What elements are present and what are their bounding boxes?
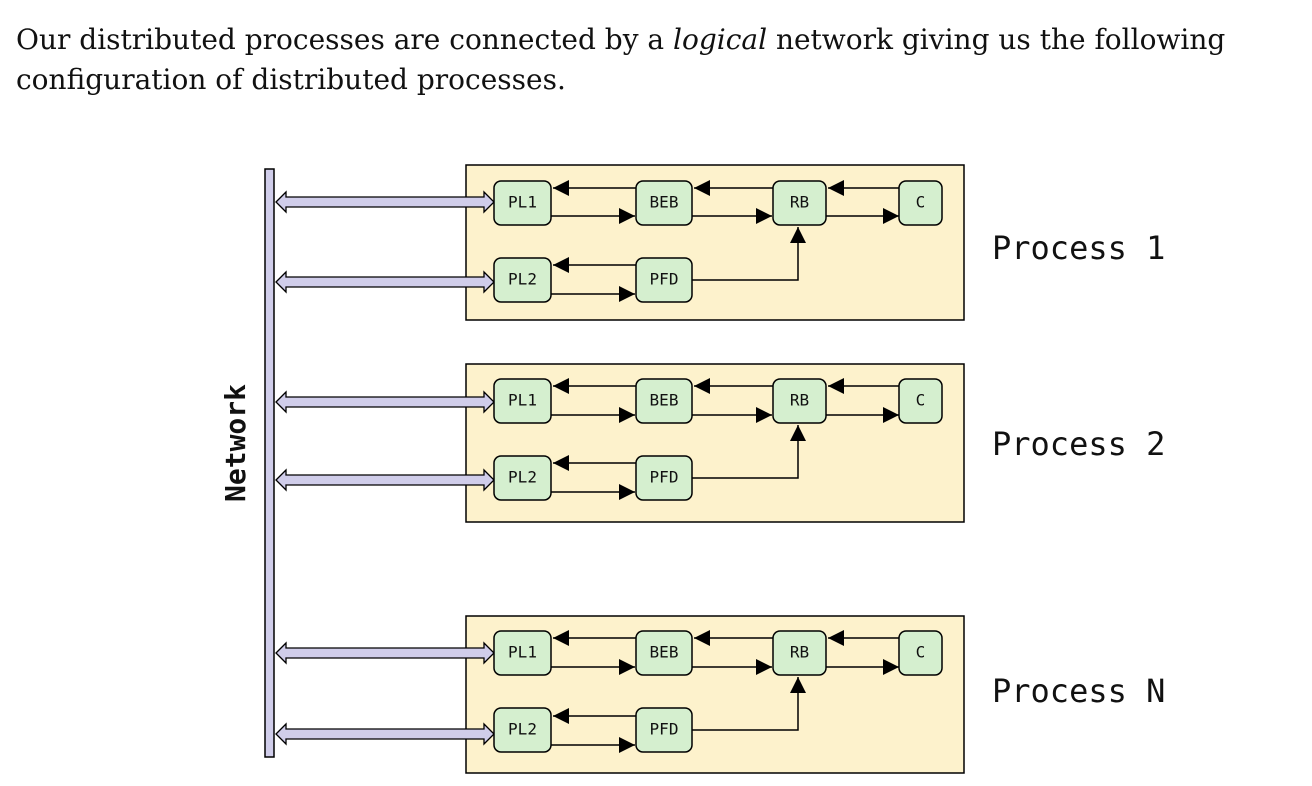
beb-module xyxy=(635,630,693,676)
pl1-label: PL1 xyxy=(508,643,537,662)
pfd-label: PFD xyxy=(650,720,679,739)
network-link-pl2 xyxy=(275,722,495,746)
beb-module xyxy=(635,180,693,226)
pl2-label: PL2 xyxy=(508,468,537,487)
intro-text-after: network giving us the following configur… xyxy=(16,23,1226,96)
pl1-label: PL1 xyxy=(508,391,537,410)
network-link-pl2 xyxy=(275,270,495,294)
pfd-to-rb-arrow xyxy=(692,425,806,479)
process-2: PL1 BEB RB C PL2 PFD Process 2 xyxy=(275,363,1165,523)
pl2-label: PL2 xyxy=(508,720,537,739)
pl2-module xyxy=(493,455,552,501)
beb-module xyxy=(635,378,693,424)
c-module xyxy=(898,180,943,226)
c-label: C xyxy=(916,643,926,662)
beb-label: BEB xyxy=(650,391,679,410)
network-link-pl1 xyxy=(275,641,495,665)
rb-label: RB xyxy=(790,643,809,662)
rb-label: RB xyxy=(790,193,809,212)
pl2-label: PL2 xyxy=(508,270,537,289)
process-n: PL1 BEB RB C PL2 PFD Process N xyxy=(275,615,1165,774)
pl1-module xyxy=(493,180,552,226)
pl2-module xyxy=(493,707,552,753)
pfd-label: PFD xyxy=(650,270,679,289)
network-link-pl1 xyxy=(275,190,495,214)
rb-module xyxy=(772,180,827,226)
process-1: PL1 BEB RB C PL2 PFD Process 1 xyxy=(275,164,1165,321)
c-module xyxy=(898,630,943,676)
process-label: Process 1 xyxy=(992,229,1165,267)
network-link-pl1 xyxy=(275,390,495,414)
process-label: Process 2 xyxy=(992,425,1165,463)
network-link-pl2 xyxy=(275,468,495,492)
pl1-module xyxy=(493,630,552,676)
network-bus xyxy=(264,168,275,758)
pfd-to-rb-arrow xyxy=(692,227,806,281)
pl1-label: PL1 xyxy=(508,193,537,212)
c-label: C xyxy=(916,391,926,410)
rb-module xyxy=(772,378,827,424)
process-label: Process N xyxy=(992,672,1165,710)
rb-module xyxy=(772,630,827,676)
network-label: Network xyxy=(219,384,252,502)
pfd-module xyxy=(635,707,693,753)
pl1-module xyxy=(493,378,552,424)
pl2-module xyxy=(493,257,552,303)
pfd-label: PFD xyxy=(650,468,679,487)
intro-paragraph: Our distributed processes are connected … xyxy=(16,20,1286,100)
pfd-to-rb-arrow xyxy=(692,677,806,731)
beb-label: BEB xyxy=(650,193,679,212)
c-module xyxy=(898,378,943,424)
intro-text-before: Our distributed processes are connected … xyxy=(16,23,674,56)
pfd-module xyxy=(635,455,693,501)
pfd-module xyxy=(635,257,693,303)
c-label: C xyxy=(916,193,926,212)
intro-emphasis: logical xyxy=(673,23,768,56)
rb-label: RB xyxy=(790,391,809,410)
beb-label: BEB xyxy=(650,643,679,662)
